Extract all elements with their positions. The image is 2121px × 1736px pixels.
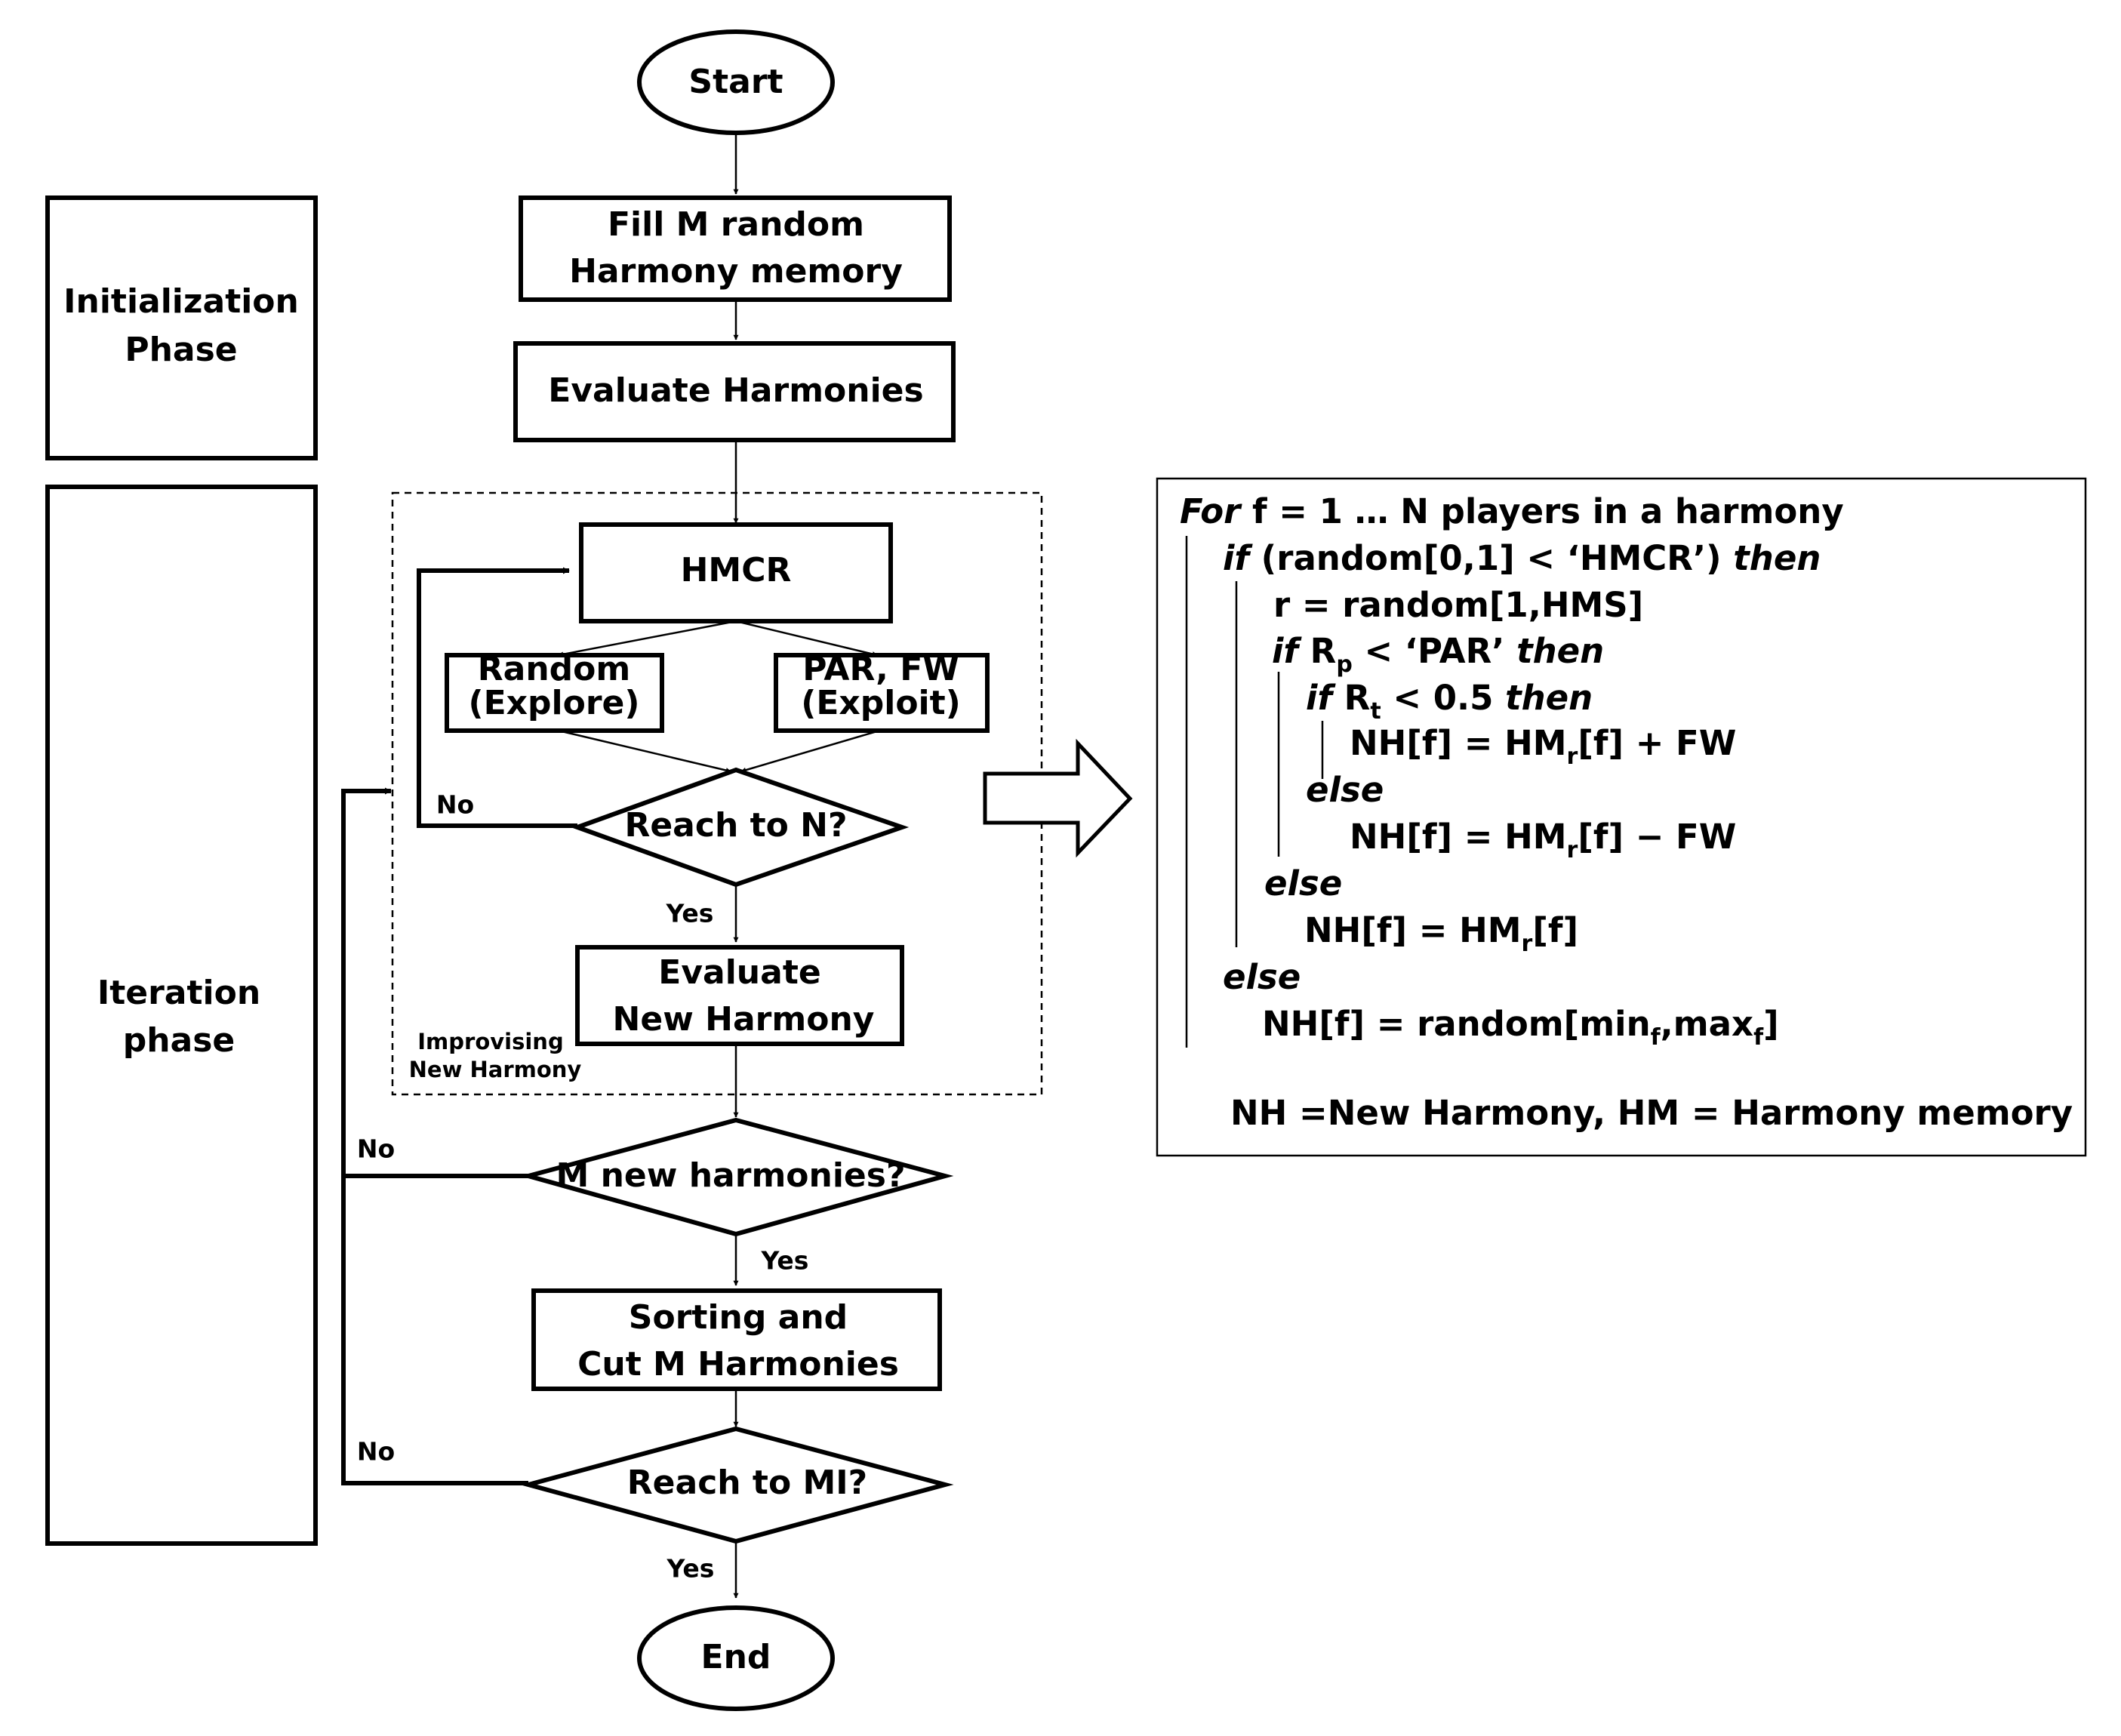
improvising-label-1: Improvising [417, 1029, 563, 1054]
svg-text:New Harmony: New Harmony [613, 1000, 875, 1039]
improvising-region [391, 491, 1043, 1096]
iteration-phase-label-1: Iteration [97, 974, 260, 1012]
code-legend: NH =New Harmony, HM = Harmony memory [1230, 1093, 2073, 1133]
arrow-m-no-loop [341, 787, 528, 1178]
svg-text:Cut M Harmonies: Cut M Harmonies [577, 1345, 899, 1384]
svg-text:HMCR: HMCR [681, 551, 792, 589]
pseudocode-panel [1156, 477, 2087, 1157]
svg-text:Evaluate Harmonies: Evaluate Harmonies [548, 371, 923, 410]
svg-text:M new harmonies?: M new harmonies? [556, 1156, 906, 1195]
code-line-12: NH[f] = random[minf,maxf] [1262, 1004, 1779, 1051]
arrow-hmcr-to-random [558, 620, 737, 657]
initialization-phase-label-1: Initialization [63, 282, 299, 321]
svg-text:End: End [701, 1638, 771, 1676]
label-no-m-new: No [357, 1134, 395, 1164]
svg-text:Sorting and: Sorting and [629, 1298, 848, 1337]
arrow-mi-no-loop [341, 1176, 528, 1485]
svg-text:Reach to N?: Reach to N? [624, 806, 847, 845]
arrow-par-to-reach-n [740, 729, 880, 773]
svg-text:Harmony memory: Harmony memory [569, 252, 903, 291]
iteration-phase-label-2: phase [123, 1021, 235, 1060]
iteration-phase-box: Iteration phase [45, 485, 318, 1546]
improvising-label-2: New Harmony [409, 1057, 582, 1082]
svg-text:(Exploit): (Exploit) [801, 684, 961, 722]
fill-memory-box: Fill M random Harmony memory [519, 195, 952, 302]
code-line-10: NH[f] = HMr[f] [1304, 910, 1578, 957]
label-yes-m-new: Yes [761, 1246, 809, 1276]
code-line-5: if Rt < 0.5 then [1306, 678, 1593, 725]
svg-text:(Explore): (Explore) [468, 684, 639, 722]
m-new-harmonies-decision: M new harmonies? [519, 1117, 954, 1237]
code-line-2: if (random[0,1] < ‘HMCR’) then [1223, 538, 1821, 578]
arrow-hmcr-to-par [735, 620, 878, 657]
random-explore-box: Random (Explore) [445, 650, 664, 733]
par-fw-exploit-box: PAR, FW (Exploit) [774, 650, 990, 733]
hmcr-box: HMCR [579, 522, 893, 623]
initialization-phase-label-2: Phase [125, 331, 237, 369]
code-line-3: r = random[1,HMS] [1273, 585, 1643, 625]
code-line-4: if Rp < ‘PAR’ then [1272, 631, 1604, 678]
end-node: End [637, 1605, 835, 1711]
code-line-1: For f = 1 … N players in a harmony [1180, 491, 1844, 531]
code-line-6: NH[f] = HMr[f] + FW [1350, 723, 1736, 770]
code-line-8: NH[f] = HMr[f] − FW [1350, 817, 1736, 863]
reach-mi-decision: Reach to MI? [519, 1426, 954, 1544]
initialization-phase-box: Initialization Phase [45, 195, 318, 460]
label-yes-reach-n: Yes [666, 899, 714, 928]
label-no-reach-n: No [436, 790, 474, 820]
code-line-11: else [1223, 957, 1301, 997]
start-node: Start [637, 29, 835, 135]
svg-text:Start: Start [688, 63, 783, 101]
arrow-reach-n-no-loop [417, 567, 577, 828]
evaluate-harmonies-box: Evaluate Harmonies [513, 341, 956, 442]
sorting-box: Sorting and Cut M Harmonies [531, 1288, 942, 1391]
svg-text:Reach to MI?: Reach to MI? [627, 1464, 867, 1502]
code-line-7: else [1306, 770, 1384, 810]
arrow-random-to-reach-n [558, 729, 731, 773]
svg-text:Random: Random [478, 650, 630, 688]
evaluate-new-harmony-box: Evaluate New Harmony [575, 945, 904, 1046]
label-yes-reach-mi: Yes [666, 1554, 715, 1584]
label-no-reach-mi: No [357, 1437, 395, 1467]
hollow-right-arrow [983, 738, 1133, 858]
svg-text:Fill M random: Fill M random [608, 205, 864, 244]
svg-text:Evaluate: Evaluate [658, 953, 820, 992]
reach-n-decision: Reach to N? [571, 767, 910, 888]
svg-text:PAR, FW: PAR, FW [802, 650, 959, 688]
code-line-9: else [1264, 863, 1342, 903]
